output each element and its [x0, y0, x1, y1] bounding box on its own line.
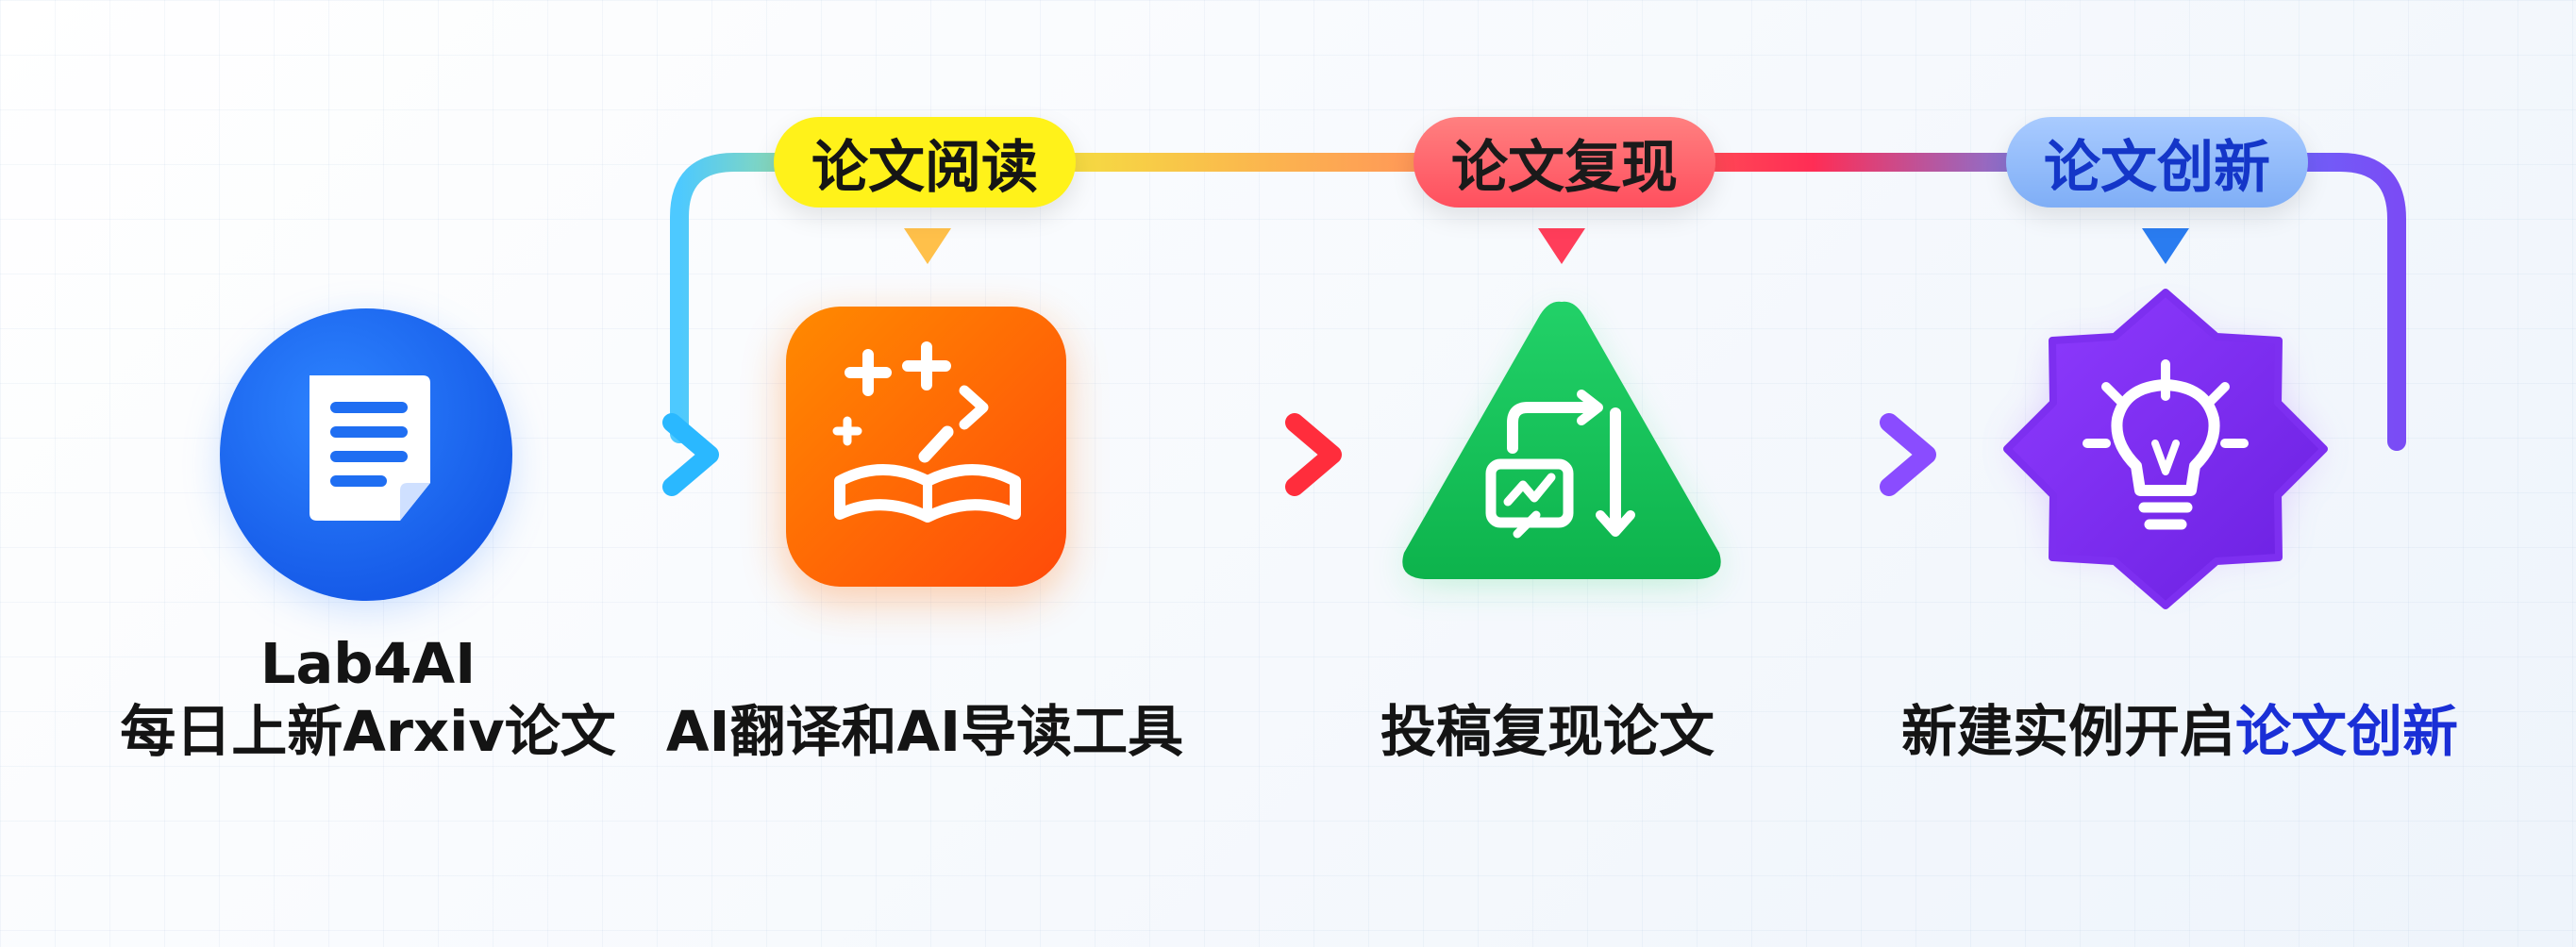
- stage-paper-reproduction: 论文复现: [1413, 117, 1715, 208]
- stage-paper-innovation: 论文创新: [2006, 117, 2308, 208]
- lab4ai-title: Lab4AI: [259, 631, 477, 696]
- pointer-reading: [904, 228, 951, 264]
- document-icon: [309, 375, 430, 521]
- repro-node: [1402, 301, 1721, 579]
- reproduction-caption: 投稿复现论文: [1380, 699, 1715, 764]
- arrow-to-reading: [547, 413, 719, 496]
- stage-paper-reading: 论文阅读: [774, 117, 1076, 208]
- open-book-sparkle-icon: [832, 341, 1021, 523]
- arrow-to-innov: [1727, 413, 1936, 496]
- pointer-innov: [2142, 228, 2189, 264]
- reading-node: [783, 307, 1066, 602]
- innovation-caption-highlight: 论文创新: [2235, 699, 2459, 764]
- reading-tools-caption: AI翻译和AI导读工具: [665, 699, 1184, 764]
- lab4ai-description: 每日上新Arxiv论文: [120, 699, 616, 764]
- innovation-caption: 新建实例开启论文创新: [1859, 698, 2501, 766]
- lab4ai-node: [220, 308, 512, 606]
- innovation-node: [2003, 289, 2328, 609]
- arrow-to-repro: [1132, 413, 1342, 496]
- pointer-repro: [1538, 228, 1585, 264]
- lightbulb-icon: [2083, 359, 2249, 530]
- reproduce-loop-icon: [1485, 390, 1635, 539]
- innovation-caption-prefix: 新建实例开启: [1900, 699, 2235, 764]
